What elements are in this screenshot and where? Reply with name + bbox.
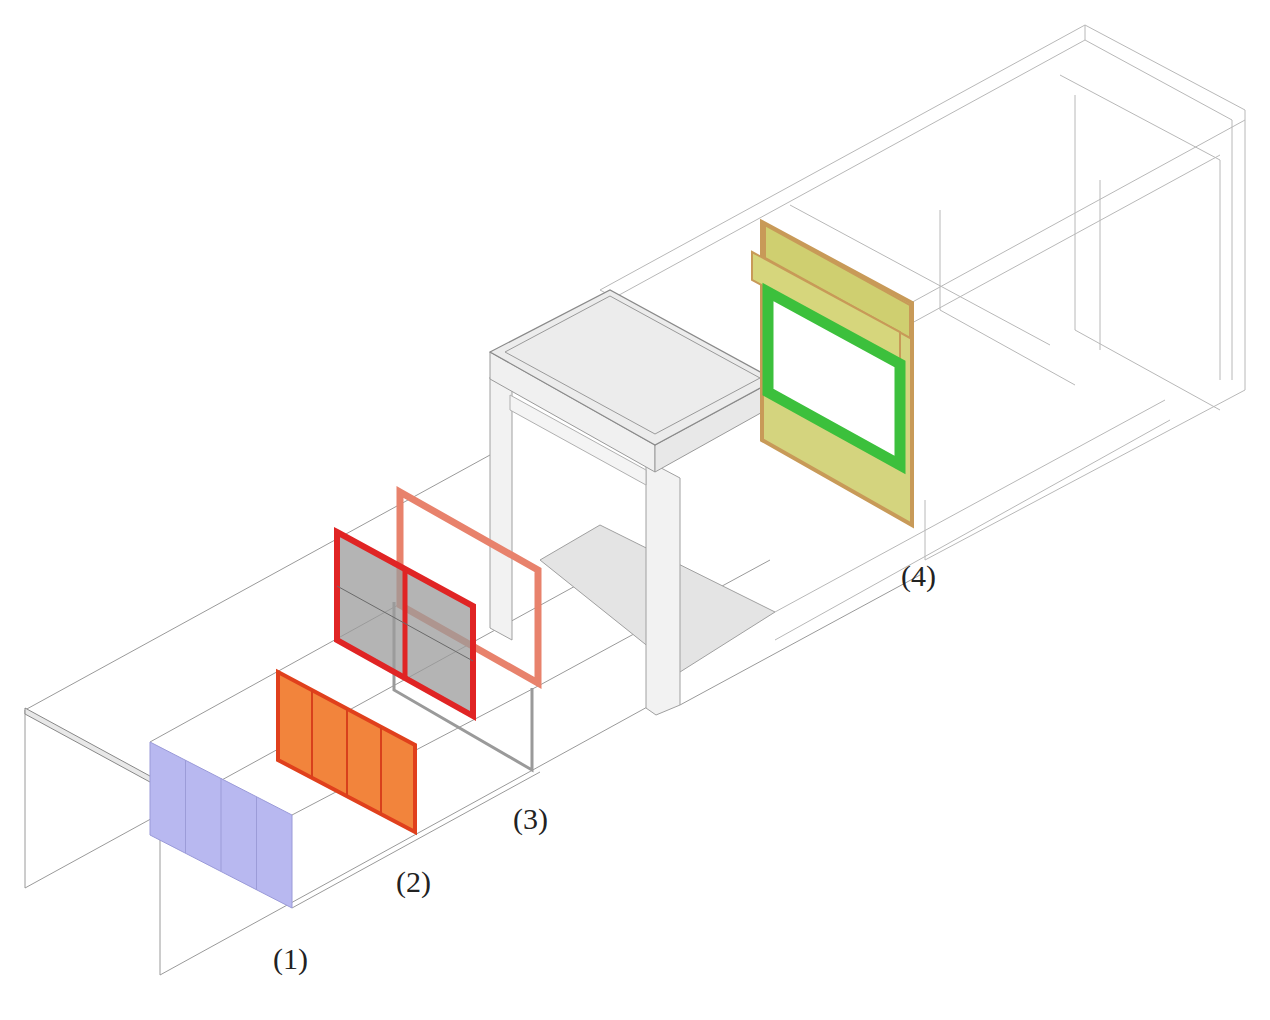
screen-line (337, 586, 473, 661)
green-frame (768, 292, 900, 465)
housing-edge (940, 210, 1075, 385)
back-board (762, 222, 912, 525)
panel-divider (256, 797, 257, 890)
table-leg (646, 460, 680, 715)
panel-divider (311, 690, 313, 778)
housing-edge (925, 500, 926, 560)
callout-number: (3) (513, 802, 548, 835)
panel-divider (380, 727, 382, 815)
housing-edge (1085, 25, 1086, 40)
table-top-rim (505, 296, 760, 434)
table-leg (490, 377, 512, 640)
part-4 (752, 222, 912, 525)
grey-screen (337, 532, 473, 716)
guide-line (25, 710, 26, 888)
housing-wireframe (600, 25, 1245, 640)
part-1 (150, 742, 292, 908)
panel-divider (185, 760, 186, 853)
table (490, 290, 775, 715)
callout-number: (4) (901, 559, 936, 592)
orange-panel (278, 672, 415, 832)
housing-edge (600, 25, 1245, 560)
housing-edge (610, 40, 1232, 380)
table-top (490, 290, 775, 445)
housing-edge (1075, 95, 1220, 410)
housing-edge (1100, 180, 1101, 350)
callout-number: (1) (273, 942, 308, 975)
housing-edge (1060, 75, 1220, 380)
guide-lines (25, 455, 920, 975)
part-2 (278, 672, 415, 832)
panel-divider (221, 778, 222, 871)
callout-number: (2) (396, 865, 431, 898)
blue-panel (150, 742, 292, 908)
panel-divider (346, 709, 348, 797)
